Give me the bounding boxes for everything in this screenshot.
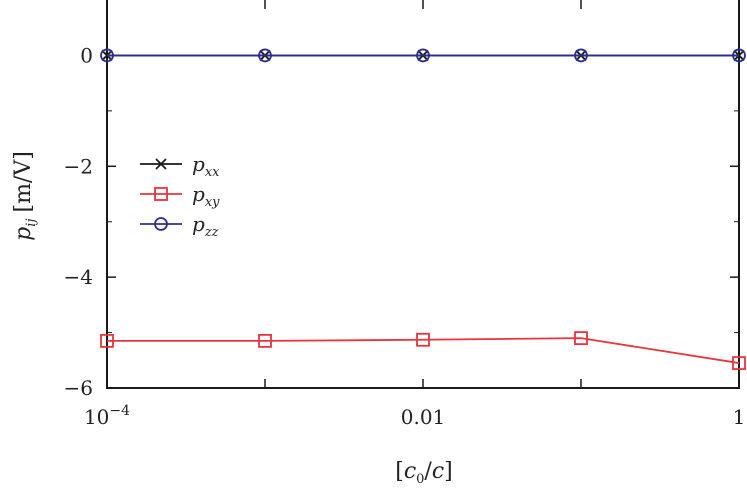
data-point-circle: [258, 48, 272, 63]
data-point-square: [732, 356, 746, 370]
y-tick-label: 0: [80, 43, 93, 67]
data-series: [100, 48, 746, 370]
data-point-x: [155, 158, 167, 170]
legend-label: pzz: [192, 212, 219, 240]
axis-ticks: 0 −2 −4 −6 10−4 0.01 1: [64, 0, 746, 429]
x-axis-title: [c0/c]: [395, 459, 453, 487]
legend-label: pxy: [192, 182, 220, 210]
data-point-circle: [732, 48, 746, 63]
series-pxy: [100, 331, 746, 370]
legend-item-pzz: pzz: [140, 212, 219, 240]
series-pzz: [100, 48, 746, 63]
data-point-square: [416, 332, 430, 347]
x-tick-label: 0.01: [401, 405, 446, 429]
y-axis-title: pij[m/V]: [11, 151, 39, 241]
y-tick-label: −4: [64, 265, 93, 289]
data-point-square: [100, 333, 114, 348]
data-point-square: [574, 331, 588, 346]
y-tick-label: −2: [64, 154, 93, 178]
series-line-pxy: [107, 337, 740, 364]
legend-item-pxx: pxx: [140, 152, 220, 180]
legend-item-pxy: pxy: [140, 182, 220, 210]
data-point-circle: [574, 48, 588, 63]
data-point-circle: [416, 48, 430, 63]
data-point-circle: [100, 48, 114, 63]
data-point-square: [258, 333, 272, 348]
x-tick-label: 1: [733, 405, 746, 429]
data-point-circle: [154, 217, 168, 231]
data-point-square: [154, 187, 168, 201]
x-tick-label: 10−4: [84, 403, 130, 429]
legend-label: pxx: [192, 152, 220, 180]
y-tick-label: −6: [64, 376, 93, 400]
